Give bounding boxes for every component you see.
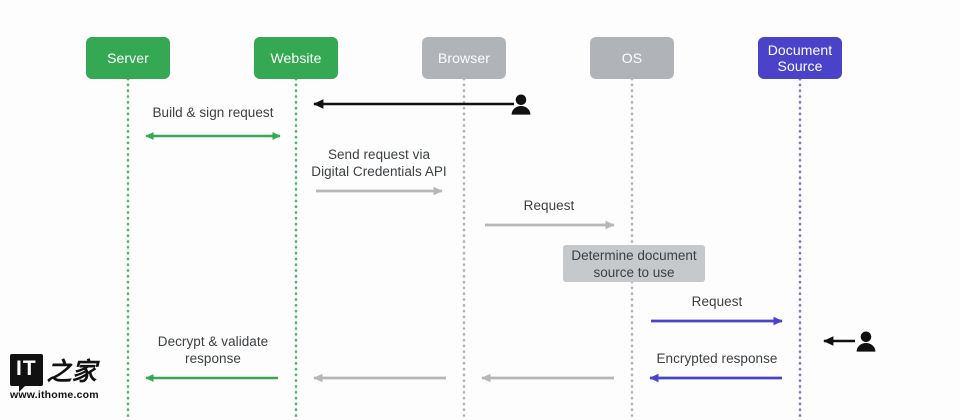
watermark-logo: IT 之家 — [10, 352, 122, 392]
note-determine-document-source-label: Determine document source to use — [571, 247, 697, 280]
participant-website[interactable]: Website — [254, 37, 338, 79]
participant-website-label: Website — [270, 50, 322, 66]
message-label-build-sign-request: Build & sign request — [152, 105, 274, 120]
watermark-cn-text: 之家 — [46, 357, 97, 386]
message-arrows — [145, 99, 855, 383]
actor-glyphs — [511, 94, 876, 352]
participant-browser-label: Browser — [437, 50, 491, 66]
participant-server-label: Server — [107, 50, 149, 66]
user-person-icon — [856, 331, 876, 352]
watermark-url: www.ithome.com — [10, 389, 99, 401]
participant-document-source-label: Document Source — [767, 42, 833, 74]
note-determine-document-source: Determine document source to use — [563, 245, 705, 282]
message-label-os-request: Request — [691, 294, 743, 309]
message-label-encrypted-response: Encrypted response — [656, 351, 778, 366]
watermark: IT 之家 www.ithome.com — [10, 352, 122, 401]
user-person-icon — [511, 94, 531, 115]
message-label-decrypt-validate-response: Decrypt & validate response — [157, 334, 269, 366]
message-label-send-request-dc-api: Send request via Digital Credentials API — [311, 147, 447, 179]
message-label-browser-request: Request — [523, 198, 575, 213]
participant-server[interactable]: Server — [86, 37, 170, 79]
participant-document-source[interactable]: Document Source — [758, 37, 842, 79]
participant-browser[interactable]: Browser — [422, 37, 506, 79]
participant-os[interactable]: OS — [590, 37, 674, 79]
watermark-it-badge: IT — [10, 354, 43, 392]
participant-os-label: OS — [621, 50, 643, 66]
